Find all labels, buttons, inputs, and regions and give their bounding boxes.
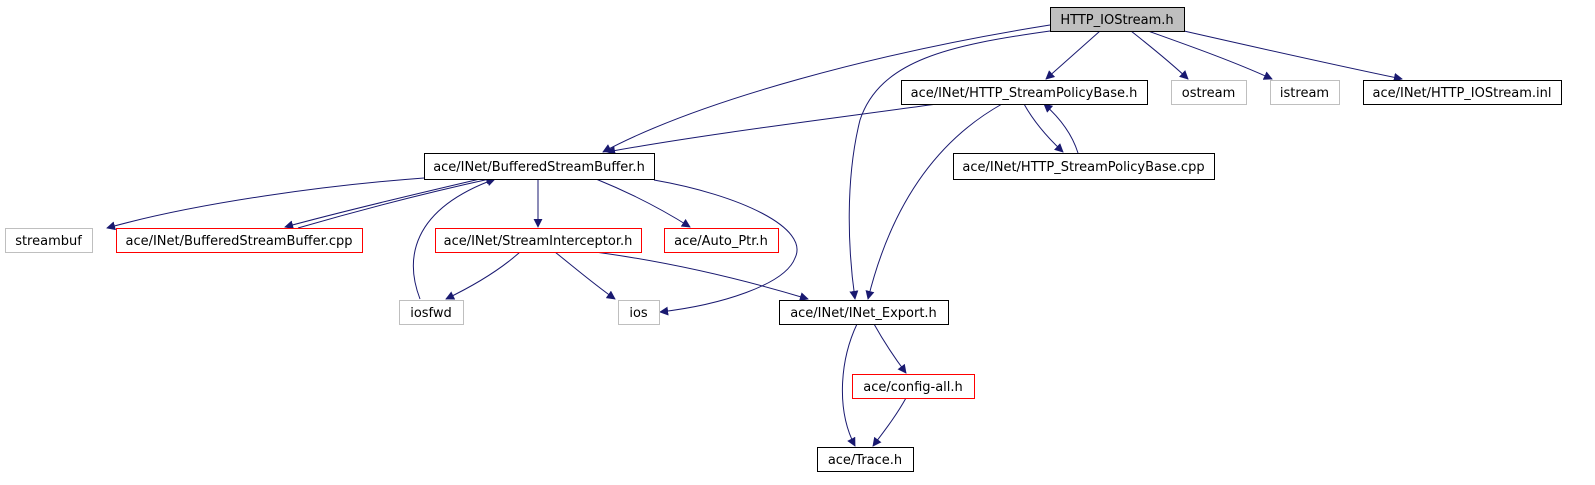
node-label: istream [1280,86,1329,101]
node-label: streambuf [15,234,82,249]
node-label: ace/INet/BufferedStreamBuffer.cpp [125,234,352,249]
edge-stream_policy_base_h-to-inet_export_h [865,103,1003,300]
node-inet-export-h[interactable]: ace/INet/INet_Export.h [779,300,949,325]
node-box [852,374,975,399]
node-box [435,228,642,253]
node-ios: ios [618,300,660,325]
node-label: ace/INet/HTTP_StreamPolicyBase.h [911,86,1138,101]
node-buffered-stream-buffer-h[interactable]: ace/INet/BufferedStreamBuffer.h [424,153,655,180]
edge-buffered_stream_buffer_h-to-auto_ptr_h [595,178,691,228]
node-http-iostream-inl[interactable]: ace/INet/HTTP_IOStream.inl [1363,80,1562,105]
node-label: ace/INet/HTTP_IOStream.inl [1373,86,1552,101]
node-box [1363,80,1562,105]
node-box [1050,7,1185,32]
edge-http_iostream_h-to-ostream [1130,30,1189,80]
node-label: HTTP_IOStream.h [1060,13,1173,28]
node-label: ace/INet/BufferedStreamBuffer.h [433,160,645,175]
node-box [953,153,1215,180]
node-trace-h[interactable]: ace/Trace.h [817,447,914,472]
node-box [1270,80,1340,105]
node-streambuf: streambuf [5,228,93,253]
node-label: ace/INet/INet_Export.h [790,306,937,321]
edge-buffered_stream_buffer_cpp-to-buffered_stream_buffer_h [297,175,495,229]
node-stream-policy-base-cpp[interactable]: ace/INet/HTTP_StreamPolicyBase.cpp [953,153,1215,180]
node-box [5,228,93,253]
node-label: ostream [1182,86,1236,101]
node-box [618,300,660,325]
node-label: iosfwd [410,306,452,321]
edge-http_iostream_h-to-buffered_stream_buffer_h [602,24,1051,153]
edge-http_iostream_h-to-stream_policy_base_h [1045,30,1101,80]
node-ostream: ostream [1171,80,1247,105]
node-buffered-stream-buffer-cpp[interactable]: ace/INet/BufferedStreamBuffer.cpp [116,228,363,253]
node-box [779,300,949,325]
node-box [664,228,779,253]
edge-http_iostream_h-to-http_iostream_inl [1183,30,1403,82]
node-iosfwd: iosfwd [399,300,464,325]
node-label: ace/Auto_Ptr.h [674,234,768,249]
node-stream-interceptor-h[interactable]: ace/INet/StreamInterceptor.h [435,228,642,253]
node-box [399,300,464,325]
edge-http_iostream_h-to-inet_export_h [848,30,1051,300]
node-label: ace/Trace.h [828,453,902,468]
edge-inet_export_h-to-config_all_h [873,323,907,374]
node-label: ace/INet/HTTP_StreamPolicyBase.cpp [962,160,1204,175]
edge-stream_interceptor_h-to-ios [554,251,616,300]
node-istream: istream [1270,80,1340,105]
node-config-all-h[interactable]: ace/config-all.h [852,374,975,399]
node-stream-policy-base-h[interactable]: ace/INet/HTTP_StreamPolicyBase.h [901,80,1148,105]
node-box [1171,80,1247,105]
node-box [116,228,363,253]
edge-buffered_stream_buffer_h-to-buffered_stream_buffer_cpp [284,178,481,230]
edge-http_iostream_h-to-istream [1147,30,1273,80]
edge-iosfwd-to-buffered_stream_buffer_h [412,177,496,300]
edge-buffered_stream_buffer_h-to-ios [653,179,798,316]
edge-buffered_stream_buffer_h-to-streambuf [106,177,425,231]
edge-stream_policy_base_cpp-to-stream_policy_base_h [1043,103,1079,154]
node-box [817,447,914,472]
edges-layer [106,24,1403,447]
node-box [901,80,1148,105]
nodes-layer: HTTP_IOStream.h ace/INet/HTTP_StreamPolic… [5,7,1562,472]
node-box [424,153,655,180]
node-auto-ptr-h[interactable]: ace/Auto_Ptr.h [664,228,779,253]
edge-stream_interceptor_h-to-inet_export_h [594,251,809,301]
edge-config_all_h-to-trace_h [872,397,907,447]
node-http-iostream-h[interactable]: HTTP_IOStream.h [1050,7,1185,32]
node-label: ace/config-all.h [863,380,963,395]
edge-stream_policy_base_h-to-stream_policy_base_cpp [1023,103,1064,153]
node-label: ios [629,306,648,321]
node-label: ace/INet/StreamInterceptor.h [444,234,633,249]
edge-inet_export_h-to-trace_h [842,323,858,447]
edge-stream_interceptor_h-to-iosfwd [445,251,521,300]
edge-stream_policy_base_h-to-buffered_stream_buffer_h [606,103,938,155]
